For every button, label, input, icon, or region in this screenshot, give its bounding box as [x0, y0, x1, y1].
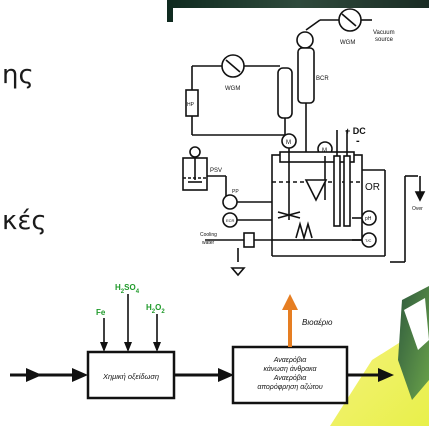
box2-label-line2: κάνωση άνθρακα [263, 365, 317, 373]
label-vacuum: Vacuum [373, 30, 395, 36]
label-m2: M [322, 148, 327, 154]
label-hp: HP [187, 102, 195, 108]
label-cooling: Cooling [200, 232, 217, 238]
label-psv: PSV [210, 168, 222, 174]
label-dc-minus: - [356, 135, 360, 147]
label-water: water [202, 240, 215, 246]
gas-output-label: Βιοαέριο [302, 318, 333, 327]
label-wgm-left: WGM [225, 86, 240, 92]
label-or: OR [365, 182, 380, 193]
input-fe: Fe [96, 308, 106, 317]
label-ph: pH [365, 216, 372, 222]
label-m1: M [286, 140, 291, 146]
label-ecr: ECR [226, 218, 235, 223]
bcr-column [298, 48, 314, 103]
label-bcr: BCR [316, 76, 329, 82]
label-tc: T/C [365, 238, 372, 243]
input-h2o2: H2O2 [146, 303, 165, 315]
label-overflow: Over [412, 206, 423, 212]
process-flow: Χημική οξείδωση Fe H2SO4 H2O2 Αναερόβια … [10, 283, 394, 403]
label-wgm-top: WGM [340, 40, 355, 46]
label-source: source [375, 37, 394, 43]
box2-label-line1: Αναερόβια [273, 356, 308, 364]
box2-label-line4: απορόφρηση αζώτου [257, 383, 322, 391]
pump-pp [223, 195, 237, 209]
label-pp: PP [232, 189, 239, 195]
input-h2so4: H2SO4 [115, 283, 140, 295]
box2-label-line3: Αναερόβια [273, 374, 308, 382]
box1-label: Χημική οξείδωση [102, 372, 159, 381]
